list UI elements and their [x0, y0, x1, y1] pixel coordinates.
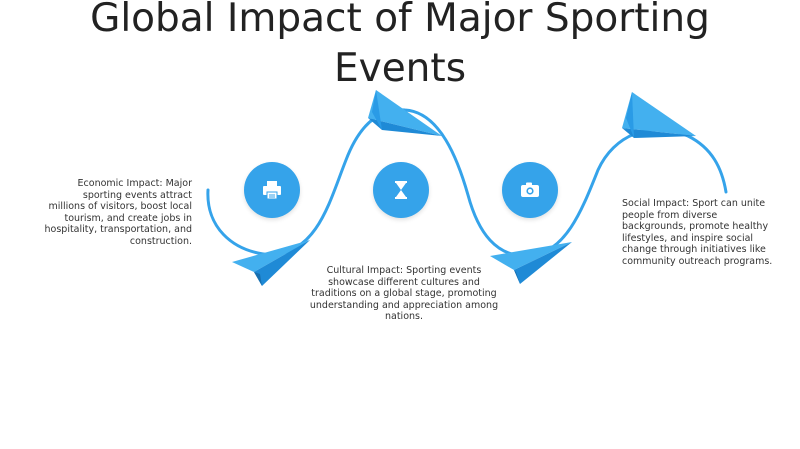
printer-icon	[263, 181, 281, 200]
economic-impact-text: Economic Impact: Major sporting events a…	[44, 178, 193, 247]
cultural-impact-text: Cultural Impact: Sporting events showcas…	[309, 265, 499, 322]
page-title: Global Impact of Major Sporting Events	[90, 0, 710, 91]
paper-plane-icon	[622, 92, 696, 138]
cultural-icon-circle	[373, 162, 429, 218]
paper-plane-icon	[368, 90, 442, 136]
paper-plane-icon	[490, 242, 572, 284]
hourglass-icon	[395, 181, 407, 199]
economic-icon-circle	[244, 162, 300, 218]
media-icon-circle	[502, 162, 558, 218]
camera-icon	[521, 182, 539, 197]
social-impact-text: Social Impact: Sport can unite people fr…	[622, 198, 773, 267]
paper-plane-icon	[232, 240, 310, 286]
